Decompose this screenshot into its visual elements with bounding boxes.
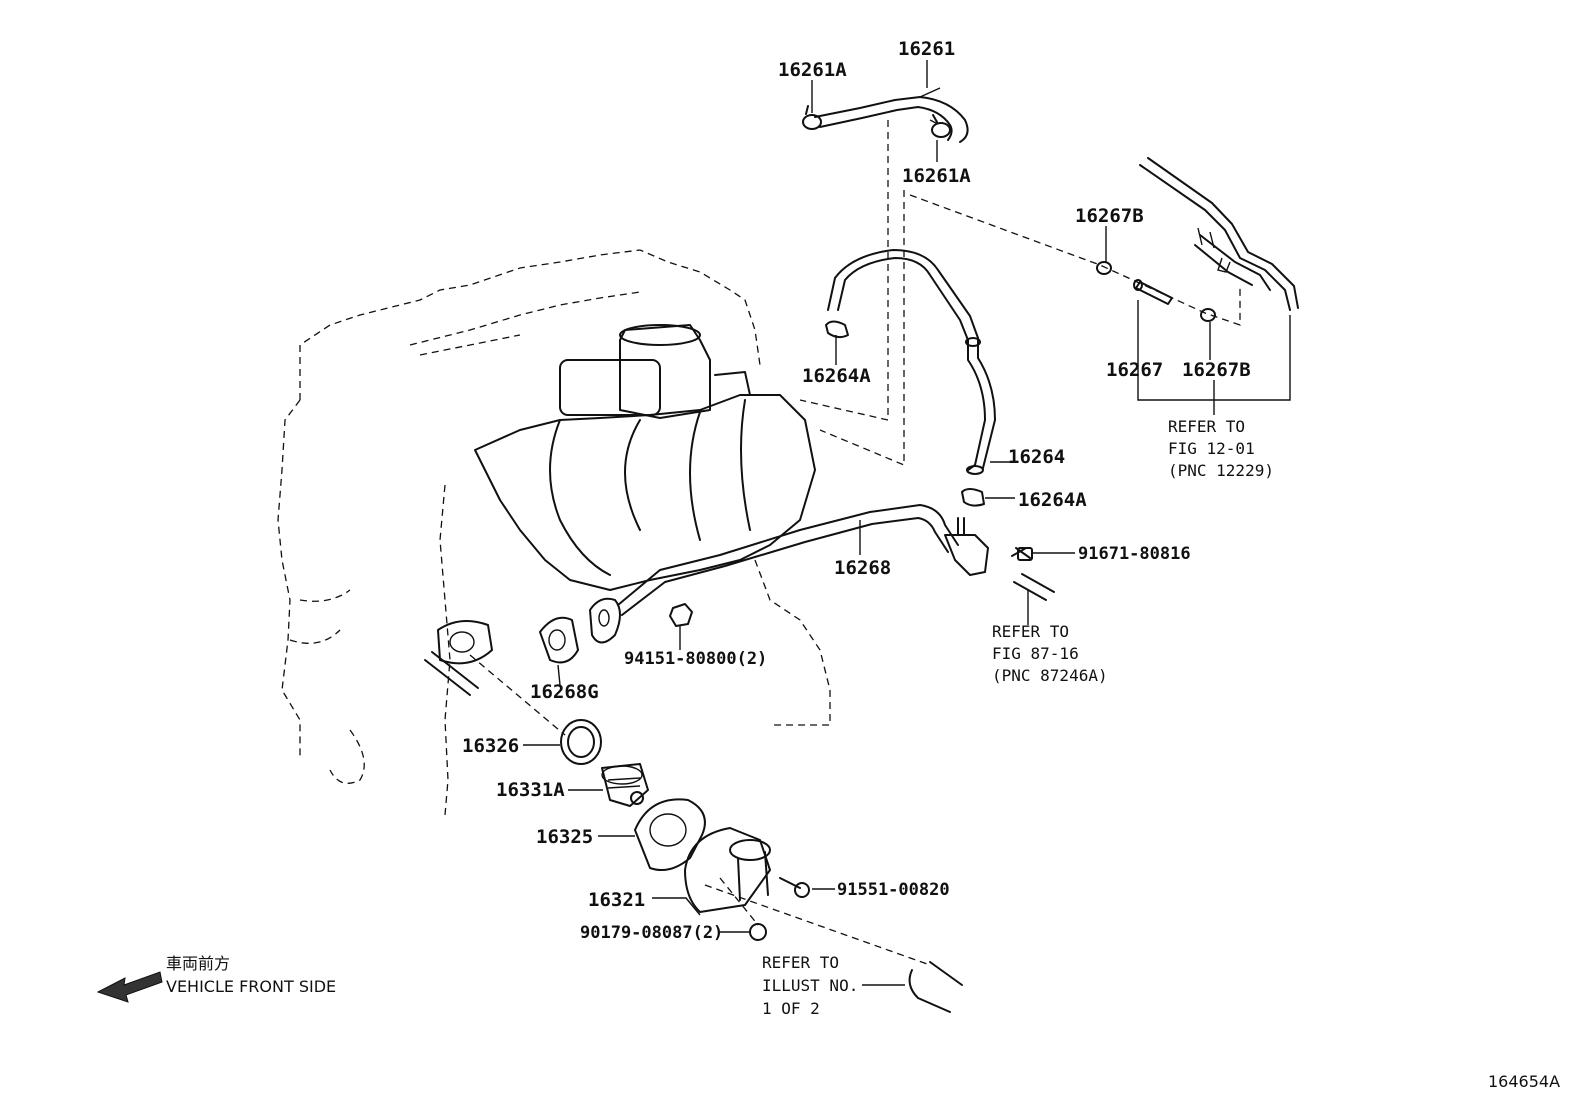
- water-inlet-16321: [684, 827, 771, 913]
- ref-fig-87-16-line3: (PNC 87246A): [992, 666, 1108, 685]
- label-16261[interactable]: 16261: [898, 38, 955, 60]
- ref-fig-12-01-line3: (PNC 12229): [1168, 461, 1274, 480]
- label-16261a-top[interactable]: 16261A: [778, 59, 847, 81]
- clamp-16264a-bot: [961, 488, 985, 507]
- label-16267b-top[interactable]: 16267B: [1075, 205, 1144, 227]
- ref-fig-12-01-line1: REFER TO: [1168, 417, 1245, 436]
- ref-fig-87-16[interactable]: REFER TO FIG 87-16 (PNC 87246A): [992, 622, 1108, 685]
- label-16268[interactable]: 16268: [834, 557, 891, 579]
- clamp-16267b-top: [1096, 261, 1112, 275]
- ref-fig-87-16-line1: REFER TO: [992, 622, 1069, 641]
- label-16261a-mid[interactable]: 16261A: [902, 165, 971, 187]
- seal-16326: [560, 719, 602, 765]
- ref-illust-line2: ILLUST NO.: [762, 976, 858, 995]
- label-91551-00820[interactable]: 91551-00820: [837, 880, 950, 900]
- label-16267[interactable]: 16267: [1106, 359, 1163, 381]
- clamp-16267b-bot: [1200, 308, 1216, 322]
- label-90179-08087[interactable]: 90179-08087(2): [580, 923, 723, 943]
- ref-fig-12-01-line2: FIG 12-01: [1168, 439, 1255, 458]
- engine-block-outline: [277, 249, 831, 816]
- vehicle-front-indicator: 車両前方 VEHICLE FRONT SIDE: [96, 954, 336, 1003]
- stud-gasket-left: [424, 620, 493, 696]
- ref-fig-12-01[interactable]: REFER TO FIG 12-01 (PNC 12229): [1168, 417, 1274, 480]
- gasket-16268g: [539, 616, 579, 664]
- ref-fig-87-16-line2: FIG 87-16: [992, 644, 1079, 663]
- clamp-16261a-mid: [931, 114, 951, 138]
- nut-94151-80800: [669, 603, 693, 627]
- radiator-hose-ref: [908, 961, 963, 1013]
- label-16268g[interactable]: 16268G: [530, 681, 599, 703]
- gasket-16325: [634, 798, 706, 871]
- clamp-16261a-top: [802, 105, 822, 130]
- label-16326[interactable]: 16326: [462, 735, 519, 757]
- label-16331a[interactable]: 16331A: [496, 779, 565, 801]
- front-label-jp: 車両前方: [166, 954, 230, 973]
- label-16325[interactable]: 16325: [536, 826, 593, 848]
- hose-16264: [827, 249, 996, 475]
- front-arrow-icon: [96, 971, 163, 1003]
- bolt-91671-80816: [1011, 547, 1033, 561]
- nut-90179-08087: [749, 923, 767, 941]
- intake-manifold: [474, 324, 816, 591]
- label-16267b-bot[interactable]: 16267B: [1182, 359, 1251, 381]
- label-91671-80816[interactable]: 91671-80816: [1078, 544, 1191, 564]
- label-16321[interactable]: 16321: [588, 889, 645, 911]
- part-labels: 16261A 16261 16261A 16267B 16264A 16267 …: [462, 38, 1251, 943]
- label-16264a-top[interactable]: 16264A: [802, 365, 871, 387]
- front-label-en: VEHICLE FRONT SIDE: [166, 977, 336, 996]
- label-16264a-bot[interactable]: 16264A: [1018, 489, 1087, 511]
- leader-lines: [523, 60, 1291, 986]
- assembly-dash-lines: [469, 119, 1241, 966]
- heater-pipe-assembly: [1139, 157, 1299, 311]
- pipe-16268: [589, 504, 989, 644]
- ref-illust-line1: REFER TO: [762, 953, 839, 972]
- clamp-16264a-top: [825, 320, 849, 339]
- ref-illust-line3: 1 OF 2: [762, 999, 820, 1018]
- label-94151-80800[interactable]: 94151-80800(2): [624, 649, 767, 669]
- hose-16261: [814, 87, 969, 143]
- figure-id: 164654A: [1488, 1072, 1560, 1091]
- bolt-91551-00820: [779, 877, 810, 898]
- label-16264[interactable]: 16264: [1008, 446, 1065, 468]
- thermostat-16331a: [601, 763, 649, 807]
- ref-illust[interactable]: REFER TO ILLUST NO. 1 OF 2: [762, 953, 858, 1018]
- hose-87246a: [1013, 573, 1055, 601]
